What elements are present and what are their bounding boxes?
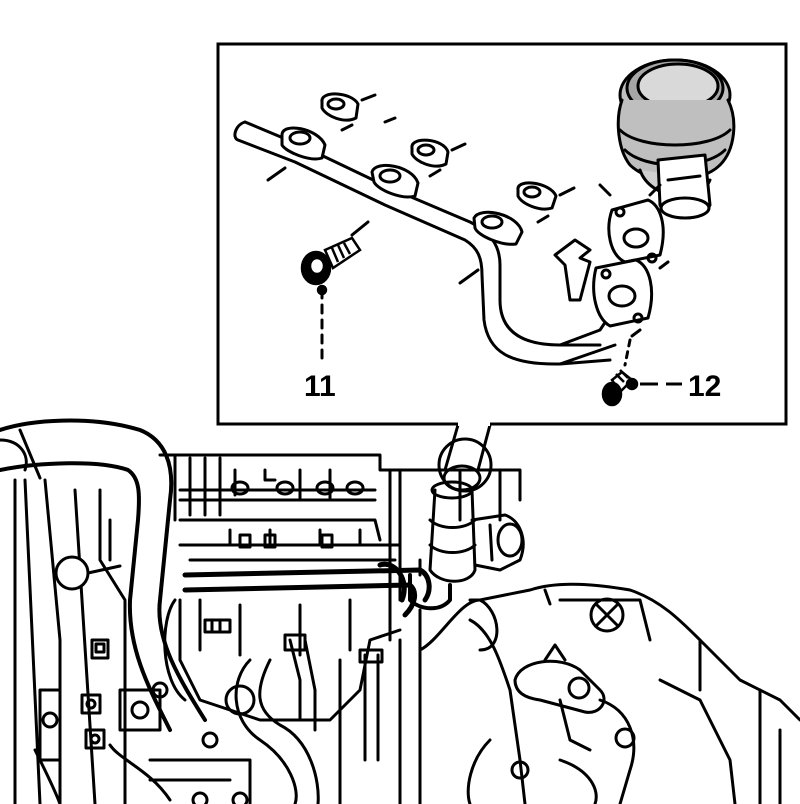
detail-inset: 11 12 xyxy=(216,42,788,426)
engine-illustration xyxy=(0,418,800,804)
flange-gasket xyxy=(607,198,665,264)
installed-air-valve xyxy=(408,437,525,611)
bolt-12 xyxy=(601,369,682,407)
pipe-port-1 xyxy=(280,126,327,161)
gasket-1 xyxy=(320,92,360,122)
gasket-3 xyxy=(516,181,558,211)
gasket-2 xyxy=(410,138,450,168)
callout-label-11: 11 xyxy=(304,370,336,403)
callout-label-12: 12 xyxy=(688,370,721,403)
air-control-valve xyxy=(616,58,736,220)
bolt-11 xyxy=(300,236,362,296)
pipe-port-3 xyxy=(472,210,524,246)
pipe-port-2 xyxy=(370,164,420,199)
pipe-flange xyxy=(592,258,654,328)
